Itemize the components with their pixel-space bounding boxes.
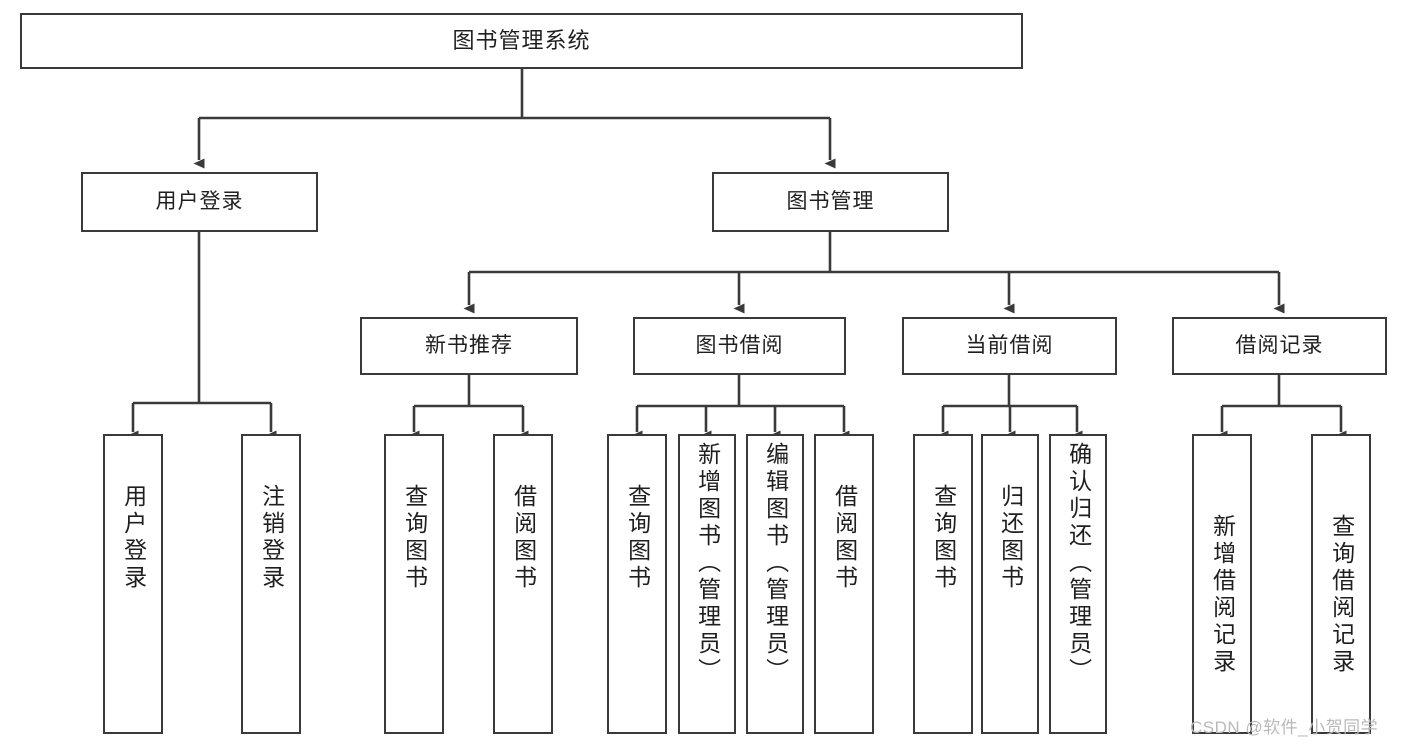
node-leaf-borrow-book-2-label: 借阅图书 [831, 484, 858, 592]
node-leaf-query-book-3[interactable]: 查询图书 [913, 434, 973, 734]
node-root[interactable]: 图书管理系统 [20, 13, 1023, 69]
node-leaf-logout-label: 注销登录 [258, 484, 285, 592]
node-leaf-borrow-book-1[interactable]: 借阅图书 [493, 434, 553, 734]
node-current-borrow-label: 当前借阅 [965, 333, 1054, 357]
node-borrow-record-label: 借阅记录 [1235, 333, 1324, 357]
node-leaf-logout[interactable]: 注销登录 [241, 434, 301, 734]
node-leaf-edit-book[interactable]: 编辑图书（管理员） [746, 434, 804, 734]
node-new-book-rec[interactable]: 新书推荐 [360, 317, 578, 375]
node-leaf-return-book[interactable]: 归还图书 [981, 434, 1039, 734]
node-leaf-edit-book-label: 编辑图书（管理员） [762, 442, 789, 685]
node-leaf-query-book-2-label: 查询图书 [624, 484, 651, 592]
node-leaf-user-login[interactable]: 用户登录 [103, 434, 163, 734]
node-leaf-query-book-1[interactable]: 查询图书 [384, 434, 444, 734]
node-leaf-query-book-2[interactable]: 查询图书 [607, 434, 667, 734]
node-leaf-return-book-label: 归还图书 [997, 484, 1024, 592]
node-new-book-rec-label: 新书推荐 [425, 333, 513, 357]
node-leaf-query-book-1-label: 查询图书 [401, 484, 428, 592]
node-book-mgmt-label: 图书管理 [786, 189, 875, 213]
node-user-login[interactable]: 用户登录 [81, 172, 318, 232]
node-leaf-borrow-book-2[interactable]: 借阅图书 [814, 434, 874, 734]
node-current-borrow[interactable]: 当前借阅 [902, 317, 1117, 375]
node-leaf-add-record-label: 新增借阅记录 [1209, 514, 1236, 676]
node-leaf-query-record[interactable]: 查询借阅记录 [1311, 434, 1371, 734]
node-root-label: 图书管理系统 [452, 28, 591, 54]
watermark-text: CSDN @软件_小贺同学 [1190, 718, 1379, 737]
node-leaf-add-book[interactable]: 新增图书（管理员） [678, 434, 736, 734]
node-leaf-user-login-label: 用户登录 [120, 484, 147, 592]
node-leaf-query-book-3-label: 查询图书 [930, 484, 957, 592]
node-borrow-record[interactable]: 借阅记录 [1172, 317, 1387, 375]
node-leaf-confirm-return[interactable]: 确认归还（管理员） [1049, 434, 1107, 734]
node-leaf-add-record[interactable]: 新增借阅记录 [1192, 434, 1252, 734]
node-book-mgmt[interactable]: 图书管理 [712, 172, 949, 232]
node-book-borrow-label: 图书借阅 [695, 333, 784, 357]
node-user-login-label: 用户登录 [155, 189, 244, 213]
node-leaf-borrow-book-1-label: 借阅图书 [510, 484, 537, 592]
node-leaf-query-record-label: 查询借阅记录 [1328, 514, 1355, 676]
node-leaf-add-book-label: 新增图书（管理员） [694, 442, 721, 685]
node-book-borrow[interactable]: 图书借阅 [633, 317, 846, 375]
node-leaf-confirm-return-label: 确认归还（管理员） [1065, 442, 1092, 685]
